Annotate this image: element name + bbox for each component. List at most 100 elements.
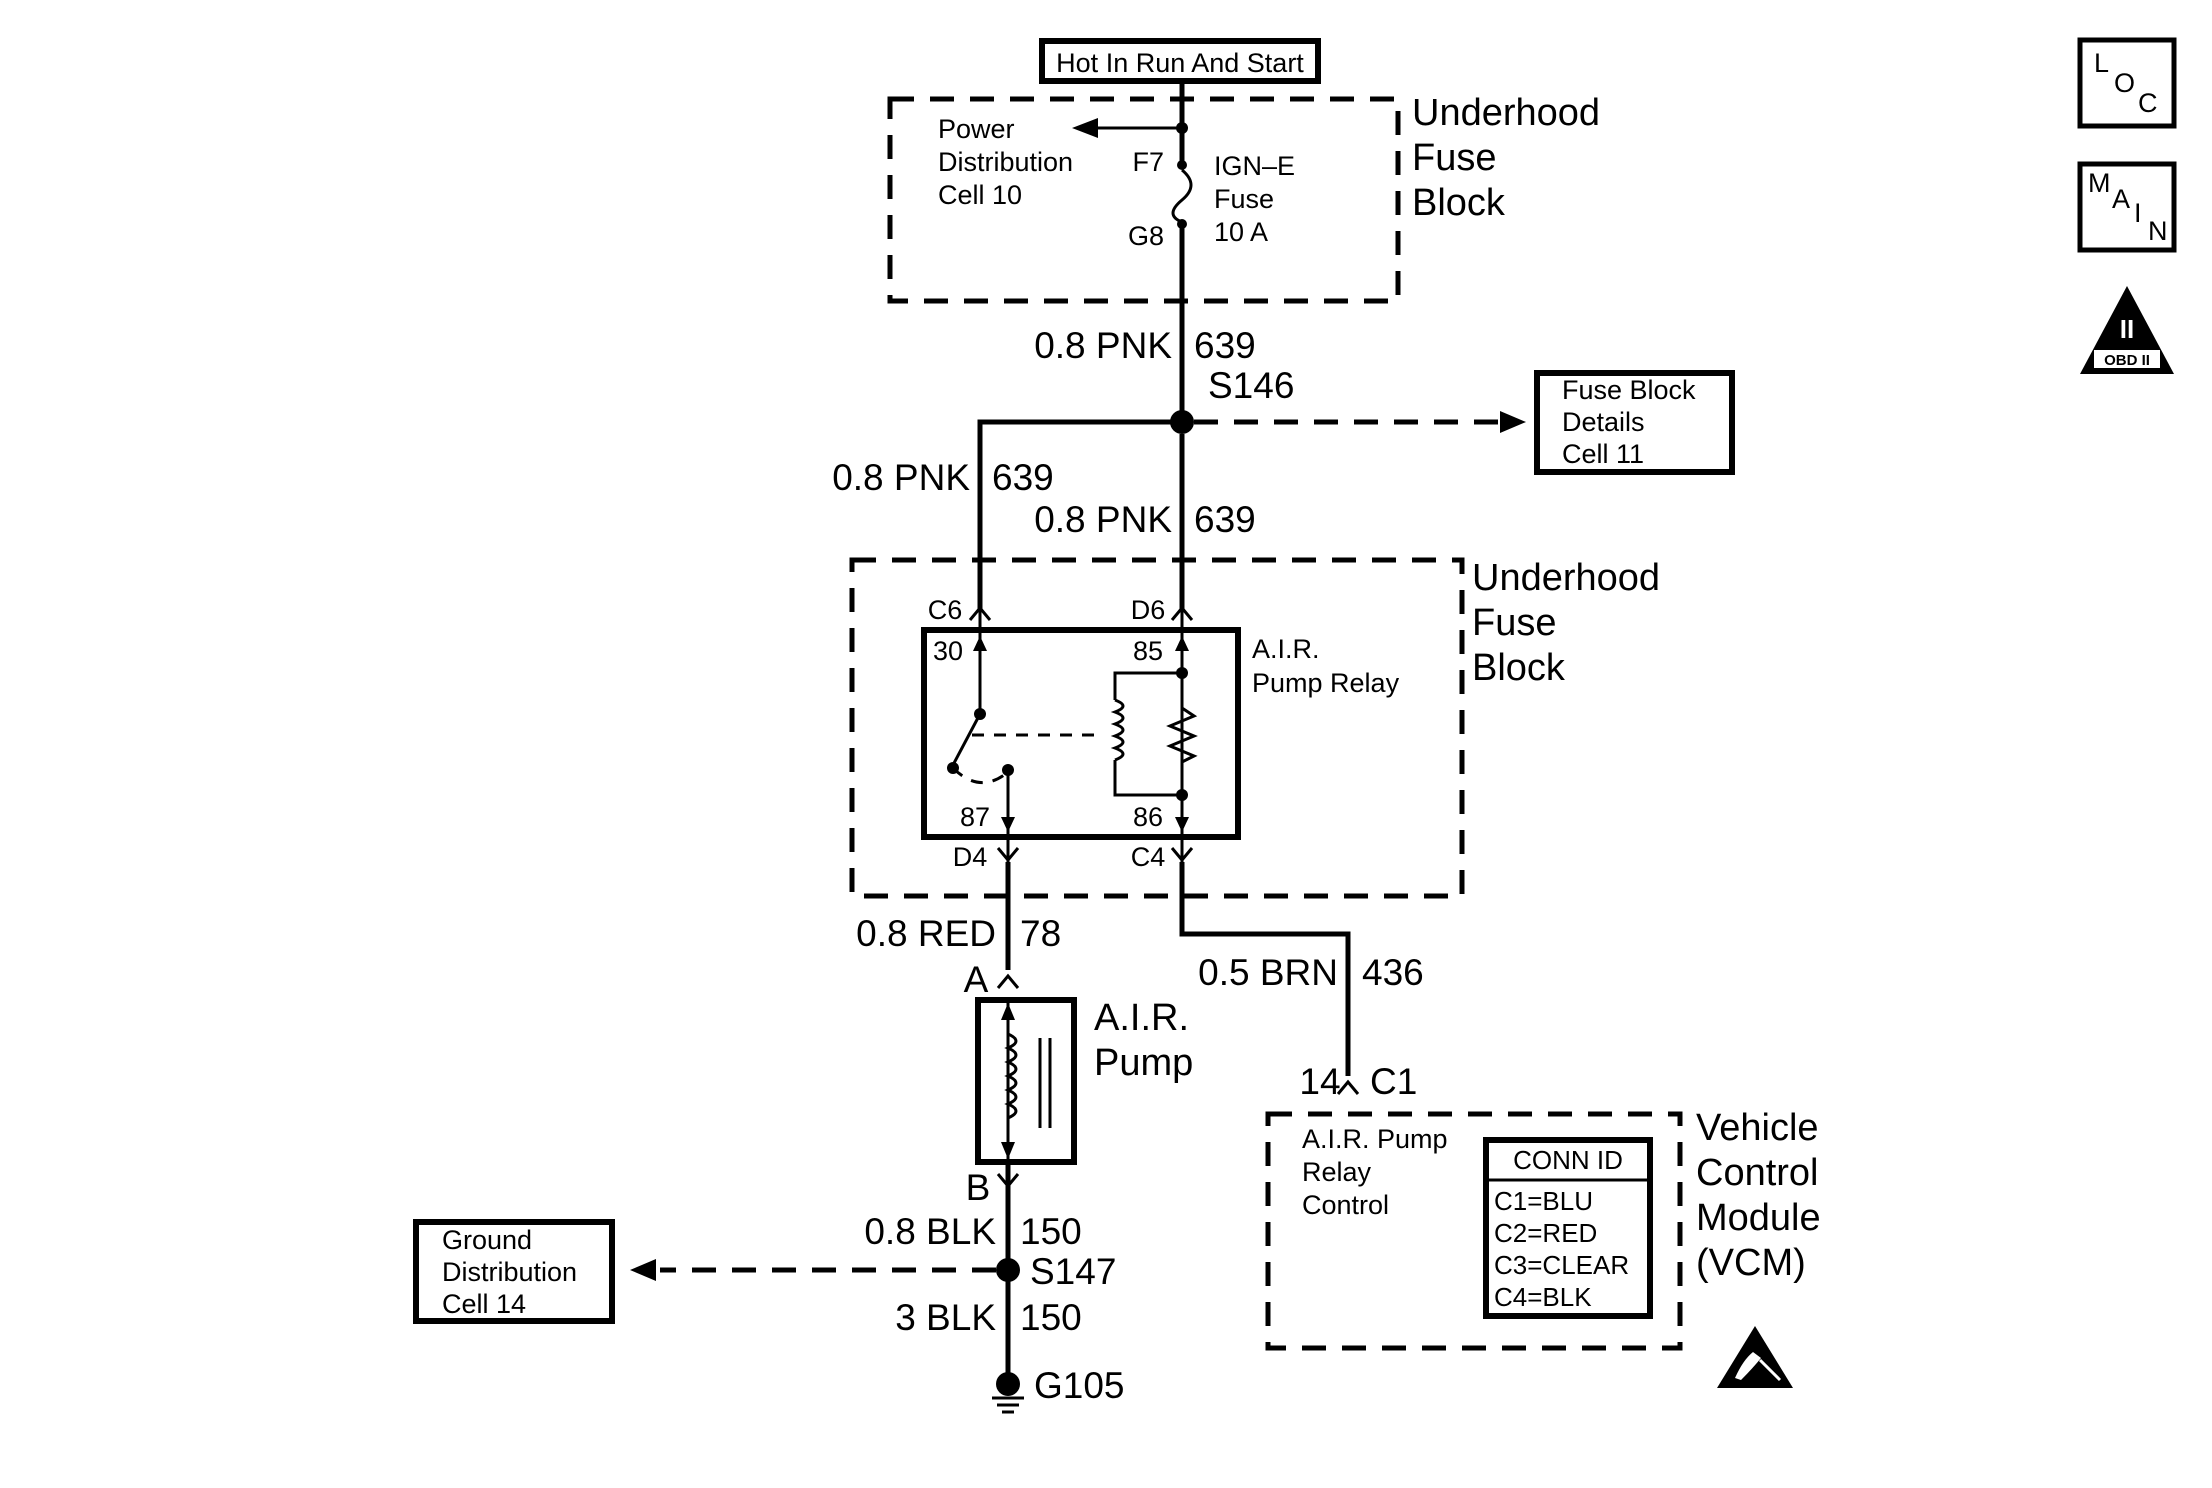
wire-639-left xyxy=(977,419,1182,612)
pump-name-line-2: Pump xyxy=(1094,1042,1193,1084)
relay-coil-icon xyxy=(1110,698,1125,762)
fuse-pin-g8: G8 xyxy=(1128,221,1164,251)
pin-d4: D4 xyxy=(953,842,988,872)
wire-639-right-circuit: 639 xyxy=(1194,499,1256,540)
fuse-label-3: 10 A xyxy=(1214,217,1268,247)
main-icon[interactable]: M A I N xyxy=(2077,161,2177,253)
relay-switch-arm xyxy=(951,713,982,766)
vcm-name-line-3: Module xyxy=(1696,1197,1821,1239)
power-dist-line-2: Distribution xyxy=(938,147,1073,177)
vcm-name-line-2: Control xyxy=(1696,1152,1819,1194)
pin-87-arrow-icon xyxy=(1001,817,1015,832)
main-letter-i: I xyxy=(2134,198,2142,228)
obd-symbol: II xyxy=(2120,314,2134,344)
power-dist-line-1: Power xyxy=(938,114,1015,144)
relay-box xyxy=(921,627,1241,840)
vcm-control-line-2: Relay xyxy=(1302,1157,1372,1187)
relay-name-line-2: Pump Relay xyxy=(1252,668,1400,698)
power-dist-line-3: Cell 10 xyxy=(938,180,1022,210)
power-source-label: Hot In Run And Start xyxy=(1056,48,1304,78)
power-distribution-arrow-icon xyxy=(1072,118,1098,138)
ground-dist-line-2: Distribution xyxy=(442,1257,577,1287)
connector-c6-icon xyxy=(968,605,992,621)
pump-bottom-arrow-icon xyxy=(1001,1142,1015,1159)
pump-motor-coil-icon xyxy=(1004,1032,1018,1120)
relay-fuse-block: Underhood Fuse Block C6 D6 A.I.R. Pump R… xyxy=(849,557,1660,899)
main-letter-n: N xyxy=(2148,216,2168,246)
fuse-label-1: IGN–E xyxy=(1214,151,1295,181)
relay-pin-87: 87 xyxy=(960,802,990,832)
wire-150-top-circuit: 150 xyxy=(1020,1211,1082,1252)
relay-fuse-block-title-2: Fuse xyxy=(1472,602,1556,644)
wire-150-bottom-circuit: 150 xyxy=(1020,1297,1082,1338)
top-fuse-block: Underhood Fuse Block Power Distribution … xyxy=(887,92,1600,304)
connector-d6-icon xyxy=(1170,605,1194,621)
pin-85-arrow-icon xyxy=(1175,636,1189,651)
vcm-name-line-1: Vehicle xyxy=(1696,1107,1819,1149)
pump-name-line-1: A.I.R. xyxy=(1094,997,1189,1039)
wire-436-circuit: 436 xyxy=(1362,952,1424,993)
pump-pin-b: B xyxy=(966,1167,991,1208)
wire-639-top-gauge: 0.8 PNK xyxy=(1034,325,1172,366)
fuse-block-details-line-1: Fuse Block xyxy=(1562,375,1696,405)
fuse-block-details-arrow-icon xyxy=(1500,411,1526,433)
connector-c4-icon xyxy=(1170,847,1194,863)
vcm-connector-c1: C1 xyxy=(1370,1061,1417,1102)
splice-s147-label: S147 xyxy=(1030,1251,1116,1292)
loc-letter-c: C xyxy=(2138,88,2158,118)
ground-dist-line-3: Cell 14 xyxy=(442,1289,526,1319)
main-letter-m: M xyxy=(2088,168,2111,198)
conn-id-c4: C4=BLK xyxy=(1494,1282,1592,1312)
relay-fuse-block-title-1: Underhood xyxy=(1472,557,1660,599)
pin-86-arrow-icon xyxy=(1175,817,1189,832)
vcm-block: A.I.R. Pump Relay Control Vehicle Contro… xyxy=(1265,1107,1821,1351)
connector-a-icon xyxy=(996,973,1020,989)
wire-78-circuit: 78 xyxy=(1020,913,1061,954)
ground-label: G105 xyxy=(1034,1365,1125,1406)
splice-s147-dot xyxy=(996,1258,1020,1282)
pump-pin-a: A xyxy=(964,959,989,1000)
wire-639-right-gauge: 0.8 PNK xyxy=(1034,499,1172,540)
top-fuse-block-title-2: Fuse xyxy=(1412,137,1496,179)
fuse-block-details-line-3: Cell 11 xyxy=(1562,439,1644,469)
wire-150-top-gauge: 0.8 BLK xyxy=(864,1211,996,1252)
pin-d6: D6 xyxy=(1131,595,1166,625)
fuse-pin-f7: F7 xyxy=(1132,147,1164,177)
conn-id-c1: C1=BLU xyxy=(1494,1186,1593,1216)
vcm-pin-14: 14 xyxy=(1299,1061,1340,1102)
relay-resistor-icon xyxy=(1166,706,1198,764)
ground-dist-line-1: Ground xyxy=(442,1225,532,1255)
relay-pin-86: 86 xyxy=(1133,802,1163,832)
connector-c1-icon xyxy=(1336,1079,1360,1095)
splice-s146-label: S146 xyxy=(1208,365,1294,406)
loc-letter-l: L xyxy=(2094,48,2109,78)
vcm-name-line-4: (VCM) xyxy=(1696,1242,1806,1284)
air-pump: A.I.R. Pump xyxy=(975,997,1193,1165)
obd-label: OBD II xyxy=(2104,352,2150,369)
wire-639-top-circuit: 639 xyxy=(1194,325,1256,366)
ground-dot xyxy=(996,1372,1020,1396)
ground-dist-arrow-icon xyxy=(630,1259,656,1281)
conn-id-table xyxy=(1483,1137,1653,1319)
wire-436 xyxy=(1179,862,1351,1076)
esd-warning-icon xyxy=(1717,1326,1793,1388)
obd-ii-icon[interactable]: II OBD II xyxy=(2080,286,2174,374)
switch-travel-arc xyxy=(951,766,1009,785)
fuse-block-details-line-2: Details xyxy=(1562,407,1645,437)
power-source-box: Hot In Run And Start xyxy=(1039,38,1321,84)
ground-dist-box xyxy=(413,1219,615,1324)
wire-436-gauge: 0.5 BRN xyxy=(1198,952,1338,993)
wire-78-gauge: 0.8 RED xyxy=(856,913,996,954)
main-letter-a: A xyxy=(2112,184,2130,214)
relay-pin-85: 85 xyxy=(1133,636,1163,666)
loc-icon[interactable]: L O C xyxy=(2077,37,2177,129)
vcm-control-line-3: Control xyxy=(1302,1190,1389,1220)
relay-pin-30: 30 xyxy=(933,636,963,666)
conn-id-header: CONN ID xyxy=(1513,1145,1623,1175)
fuse-icon xyxy=(1171,168,1193,224)
connector-d4-icon xyxy=(996,847,1020,863)
fuse-label-2: Fuse xyxy=(1214,184,1274,214)
conn-id-c2: C2=RED xyxy=(1494,1218,1597,1248)
relay-fuse-block-title-3: Block xyxy=(1472,647,1566,689)
